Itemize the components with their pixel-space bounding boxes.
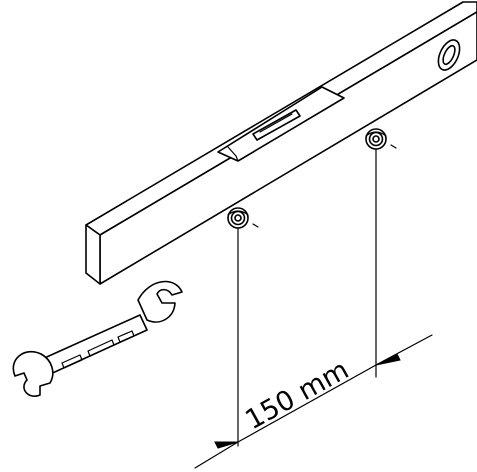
level-end-face	[85, 224, 101, 285]
mounting-screw-left	[227, 207, 259, 229]
dimension-label: 150 mm	[240, 354, 354, 436]
horizontal-vial-window	[252, 109, 301, 141]
dimension-line	[194, 334, 433, 469]
spirit-level	[85, 1, 477, 285]
arrowhead-right	[375, 353, 401, 366]
vertical-vial	[437, 39, 461, 71]
mounting-screw-right	[365, 128, 397, 150]
level-front-face	[99, 11, 477, 285]
arrowhead-left	[214, 441, 239, 449]
wrench-icon	[12, 280, 183, 397]
